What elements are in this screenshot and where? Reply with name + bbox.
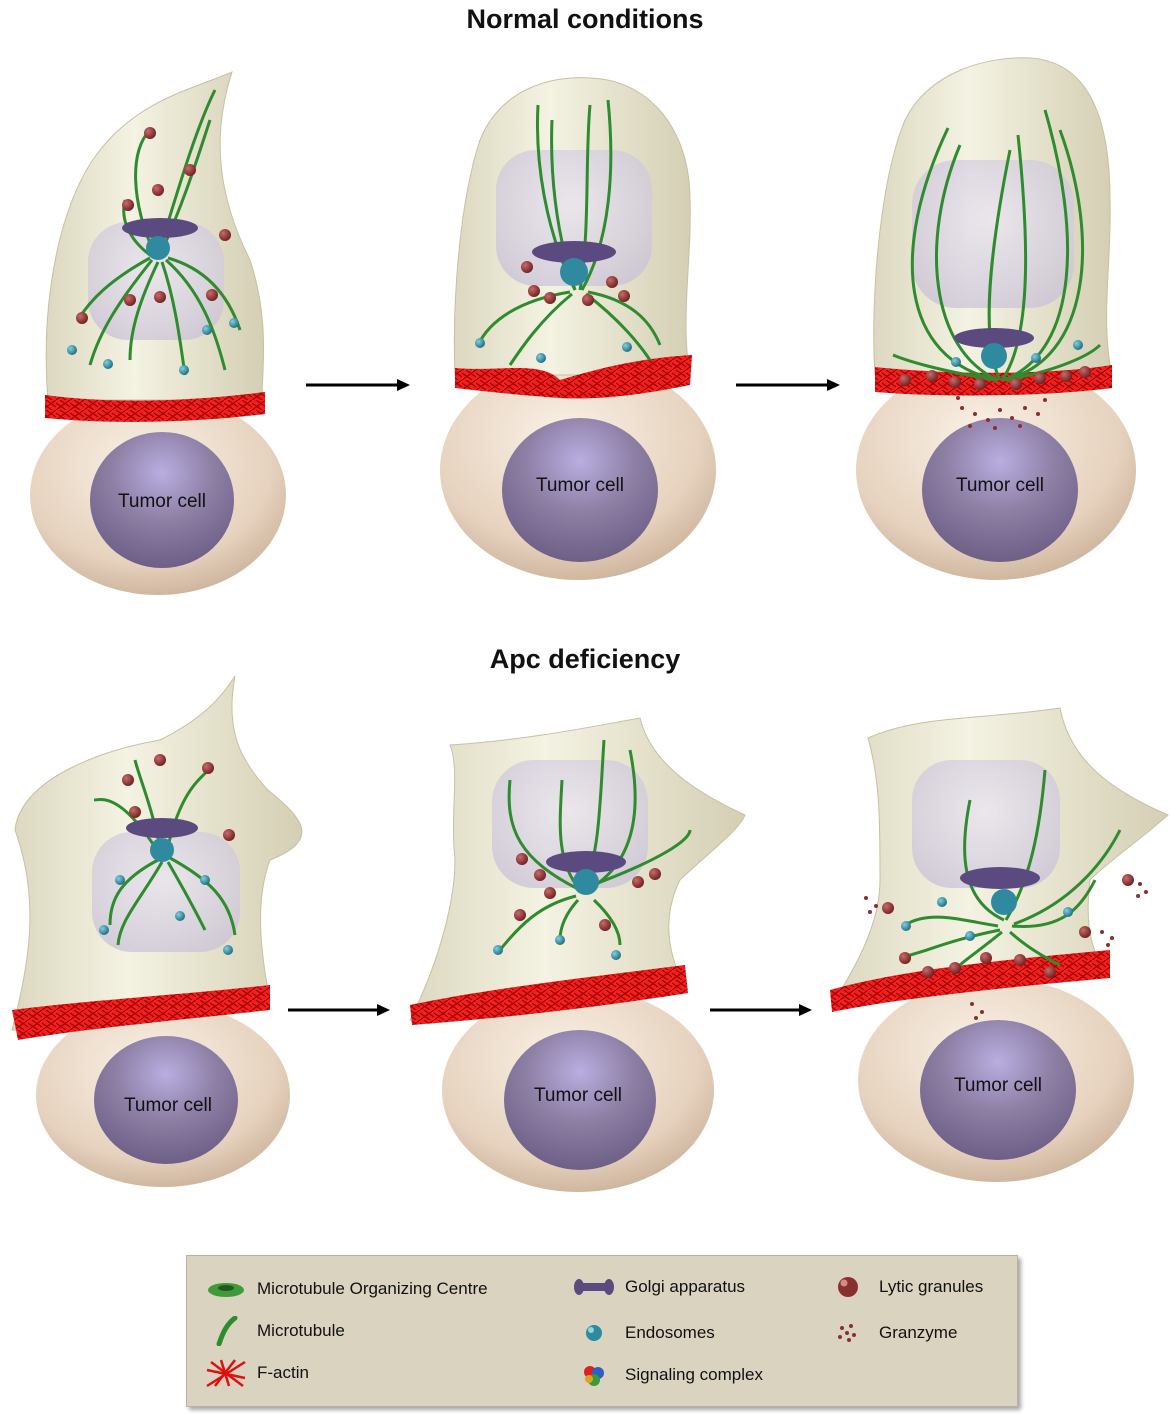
signaling-cluster: [991, 889, 1017, 915]
legend-item-signaling: Signaling complex: [573, 1360, 763, 1390]
arrow-normal-1: [306, 379, 410, 391]
legend-item-granzyme: Granzyme: [827, 1318, 957, 1348]
signaling-cluster: [146, 236, 170, 260]
arrow-apc-2: [710, 1004, 812, 1016]
legend-label-mtoc: Microtubule Organizing Centre: [257, 1279, 488, 1299]
tumor-cell-label: Tumor cell: [536, 475, 624, 496]
legend-label-endosomes: Endosomes: [625, 1323, 715, 1343]
tumor-cell-label: Tumor cell: [534, 1085, 622, 1106]
signaling-complex-icon: [573, 1360, 615, 1390]
normal-panel-3: Tumor cell: [856, 58, 1136, 580]
golgi: [126, 818, 198, 838]
signaling-cluster: [150, 838, 174, 862]
tumor-cell-label: Tumor cell: [118, 491, 206, 512]
arrow-apc-1: [288, 1004, 390, 1016]
legend-item-microtubule: Microtubule: [205, 1316, 345, 1346]
immune-synapse-diagram: Tumor cell Tumor cell: [0, 0, 1170, 1250]
apc-panel-3: Tumor cell: [830, 708, 1168, 1182]
legend-label-lytic: Lytic granules: [879, 1277, 983, 1297]
legend-label-granzyme: Granzyme: [879, 1323, 957, 1343]
signaling-cluster: [573, 869, 599, 895]
microtubule-icon: [205, 1316, 247, 1346]
legend-item-factin: F-actin: [205, 1358, 309, 1388]
mtoc-icon: [205, 1274, 247, 1304]
apc-panel-1: Tumor cell: [12, 676, 302, 1187]
golgi: [960, 867, 1040, 889]
legend-item-lytic: Lytic granules: [827, 1272, 983, 1302]
legend-label-microtubule: Microtubule: [257, 1321, 345, 1341]
normal-panel-1: Tumor cell: [30, 72, 286, 595]
golgi: [122, 218, 198, 238]
signaling-cluster: [560, 258, 588, 286]
legend-label-factin: F-actin: [257, 1363, 309, 1383]
legend-label-signaling: Signaling complex: [625, 1365, 763, 1385]
arrow-normal-2: [736, 379, 840, 391]
lytic-granule-icon: [827, 1272, 869, 1302]
granzyme-icon: [827, 1318, 869, 1348]
apc-panel-2: Tumor cell: [410, 718, 745, 1192]
tumor-cell-label: Tumor cell: [956, 475, 1044, 496]
legend-label-golgi: Golgi apparatus: [625, 1277, 745, 1297]
factin-icon: [205, 1358, 247, 1388]
endosome-icon: [573, 1318, 615, 1348]
legend-item-mtoc: Microtubule Organizing Centre: [205, 1274, 488, 1304]
tumor-cell-label: Tumor cell: [124, 1095, 212, 1116]
legend-item-endosomes: Endosomes: [573, 1318, 715, 1348]
legend: Microtubule Organizing Centre Microtubul…: [186, 1255, 1018, 1407]
signaling-cluster: [981, 343, 1007, 369]
tumor-cell-label: Tumor cell: [954, 1075, 1042, 1096]
golgi-icon: [573, 1272, 615, 1302]
legend-item-golgi: Golgi apparatus: [573, 1272, 745, 1302]
normal-panel-2: Tumor cell: [440, 78, 716, 580]
